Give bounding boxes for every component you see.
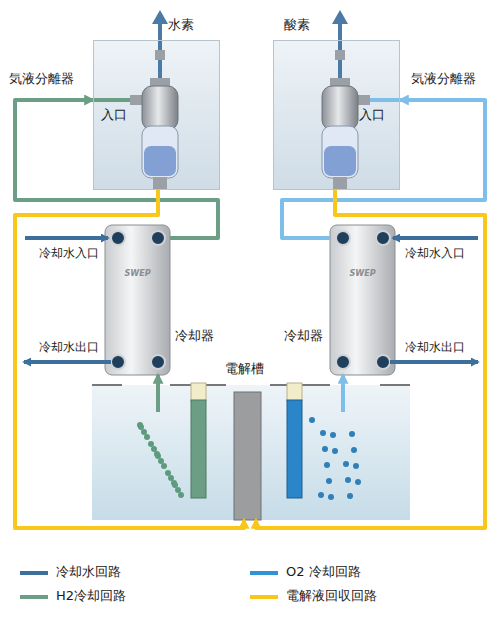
pipe-connector: [15, 100, 218, 238]
bubble: [309, 417, 315, 423]
separator-panel: 気液分離器入口: [93, 40, 220, 190]
bubble: [355, 479, 361, 485]
cooling-water-line: [24, 238, 478, 362]
separator-vessel: [322, 10, 400, 190]
separator-vessel: [93, 10, 178, 190]
bubble: [351, 447, 357, 453]
bubble: [141, 429, 147, 435]
bubble: [326, 478, 332, 484]
legend-text: O2 冷却回路: [286, 564, 361, 580]
legend-swatch: [250, 571, 278, 575]
brand-mark: SWEP: [105, 269, 170, 279]
inlet-label: 入口: [101, 107, 127, 123]
bubble: [330, 432, 336, 438]
bubble: [178, 492, 184, 498]
part-name: 冷却器: [284, 328, 323, 344]
bubble: [172, 482, 178, 488]
bubble: [161, 463, 167, 469]
part-name: 気液分離器: [9, 71, 74, 87]
bubble: [332, 448, 338, 454]
plate-cooler: SWEP冷却器: [105, 225, 170, 375]
pipe-connector: [15, 190, 244, 528]
bubble: [144, 434, 150, 440]
pipe-connector: [156, 375, 160, 385]
bubble: [158, 458, 164, 464]
brand-mark: SWEP: [330, 269, 395, 279]
bubble: [318, 492, 324, 498]
bubble: [148, 441, 154, 447]
port-label: 冷却水入口: [405, 246, 465, 260]
bubble: [324, 462, 330, 468]
bubble: [175, 487, 181, 493]
inlet-label: 入口: [359, 107, 385, 123]
panel-fill: [273, 40, 400, 190]
bubble: [353, 463, 359, 469]
legend-text: 電解液回収回路: [286, 588, 377, 604]
bubble: [168, 475, 174, 481]
port-label: 冷却水入口: [39, 246, 99, 260]
panel-fill: [93, 40, 220, 190]
bubble: [345, 477, 351, 483]
outlet-label: 水素: [168, 17, 194, 33]
port-label: 冷却水出口: [39, 340, 99, 354]
plate-cooler: [328, 225, 395, 377]
plate-cooler: SWEP冷却器: [330, 225, 395, 375]
electrolyzer-tank: 電解槽: [92, 385, 410, 520]
outlet-label: 酸素: [284, 17, 310, 33]
port-label: 冷却水出口: [405, 340, 465, 354]
bubble: [155, 453, 161, 459]
electrolyzer-tank: [92, 383, 410, 520]
bubble: [347, 493, 353, 499]
legend-swatch: [250, 595, 278, 599]
bubble: [328, 494, 334, 500]
part-name: 気液分離器: [411, 71, 476, 87]
pipe-connector: [282, 100, 485, 238]
bubble: [320, 430, 326, 436]
bubble: [165, 470, 171, 476]
legend-swatch: [20, 595, 48, 599]
bubble: [151, 446, 157, 452]
pipe-connector: [341, 375, 345, 385]
pipe-connector: [256, 190, 485, 528]
bubble: [349, 431, 355, 437]
legend-text: H2冷却回路: [56, 588, 126, 604]
part-name: 冷却器: [175, 328, 214, 344]
separator-panel: 気液分離器入口: [273, 40, 400, 190]
plate-cooler: [105, 225, 172, 377]
part-name: 電解槽: [225, 361, 264, 377]
bubble: [343, 461, 349, 467]
bubble: [322, 446, 328, 452]
legend-swatch: [20, 571, 48, 575]
legend-text: 冷却水回路: [56, 564, 121, 580]
bubble: [138, 424, 144, 430]
